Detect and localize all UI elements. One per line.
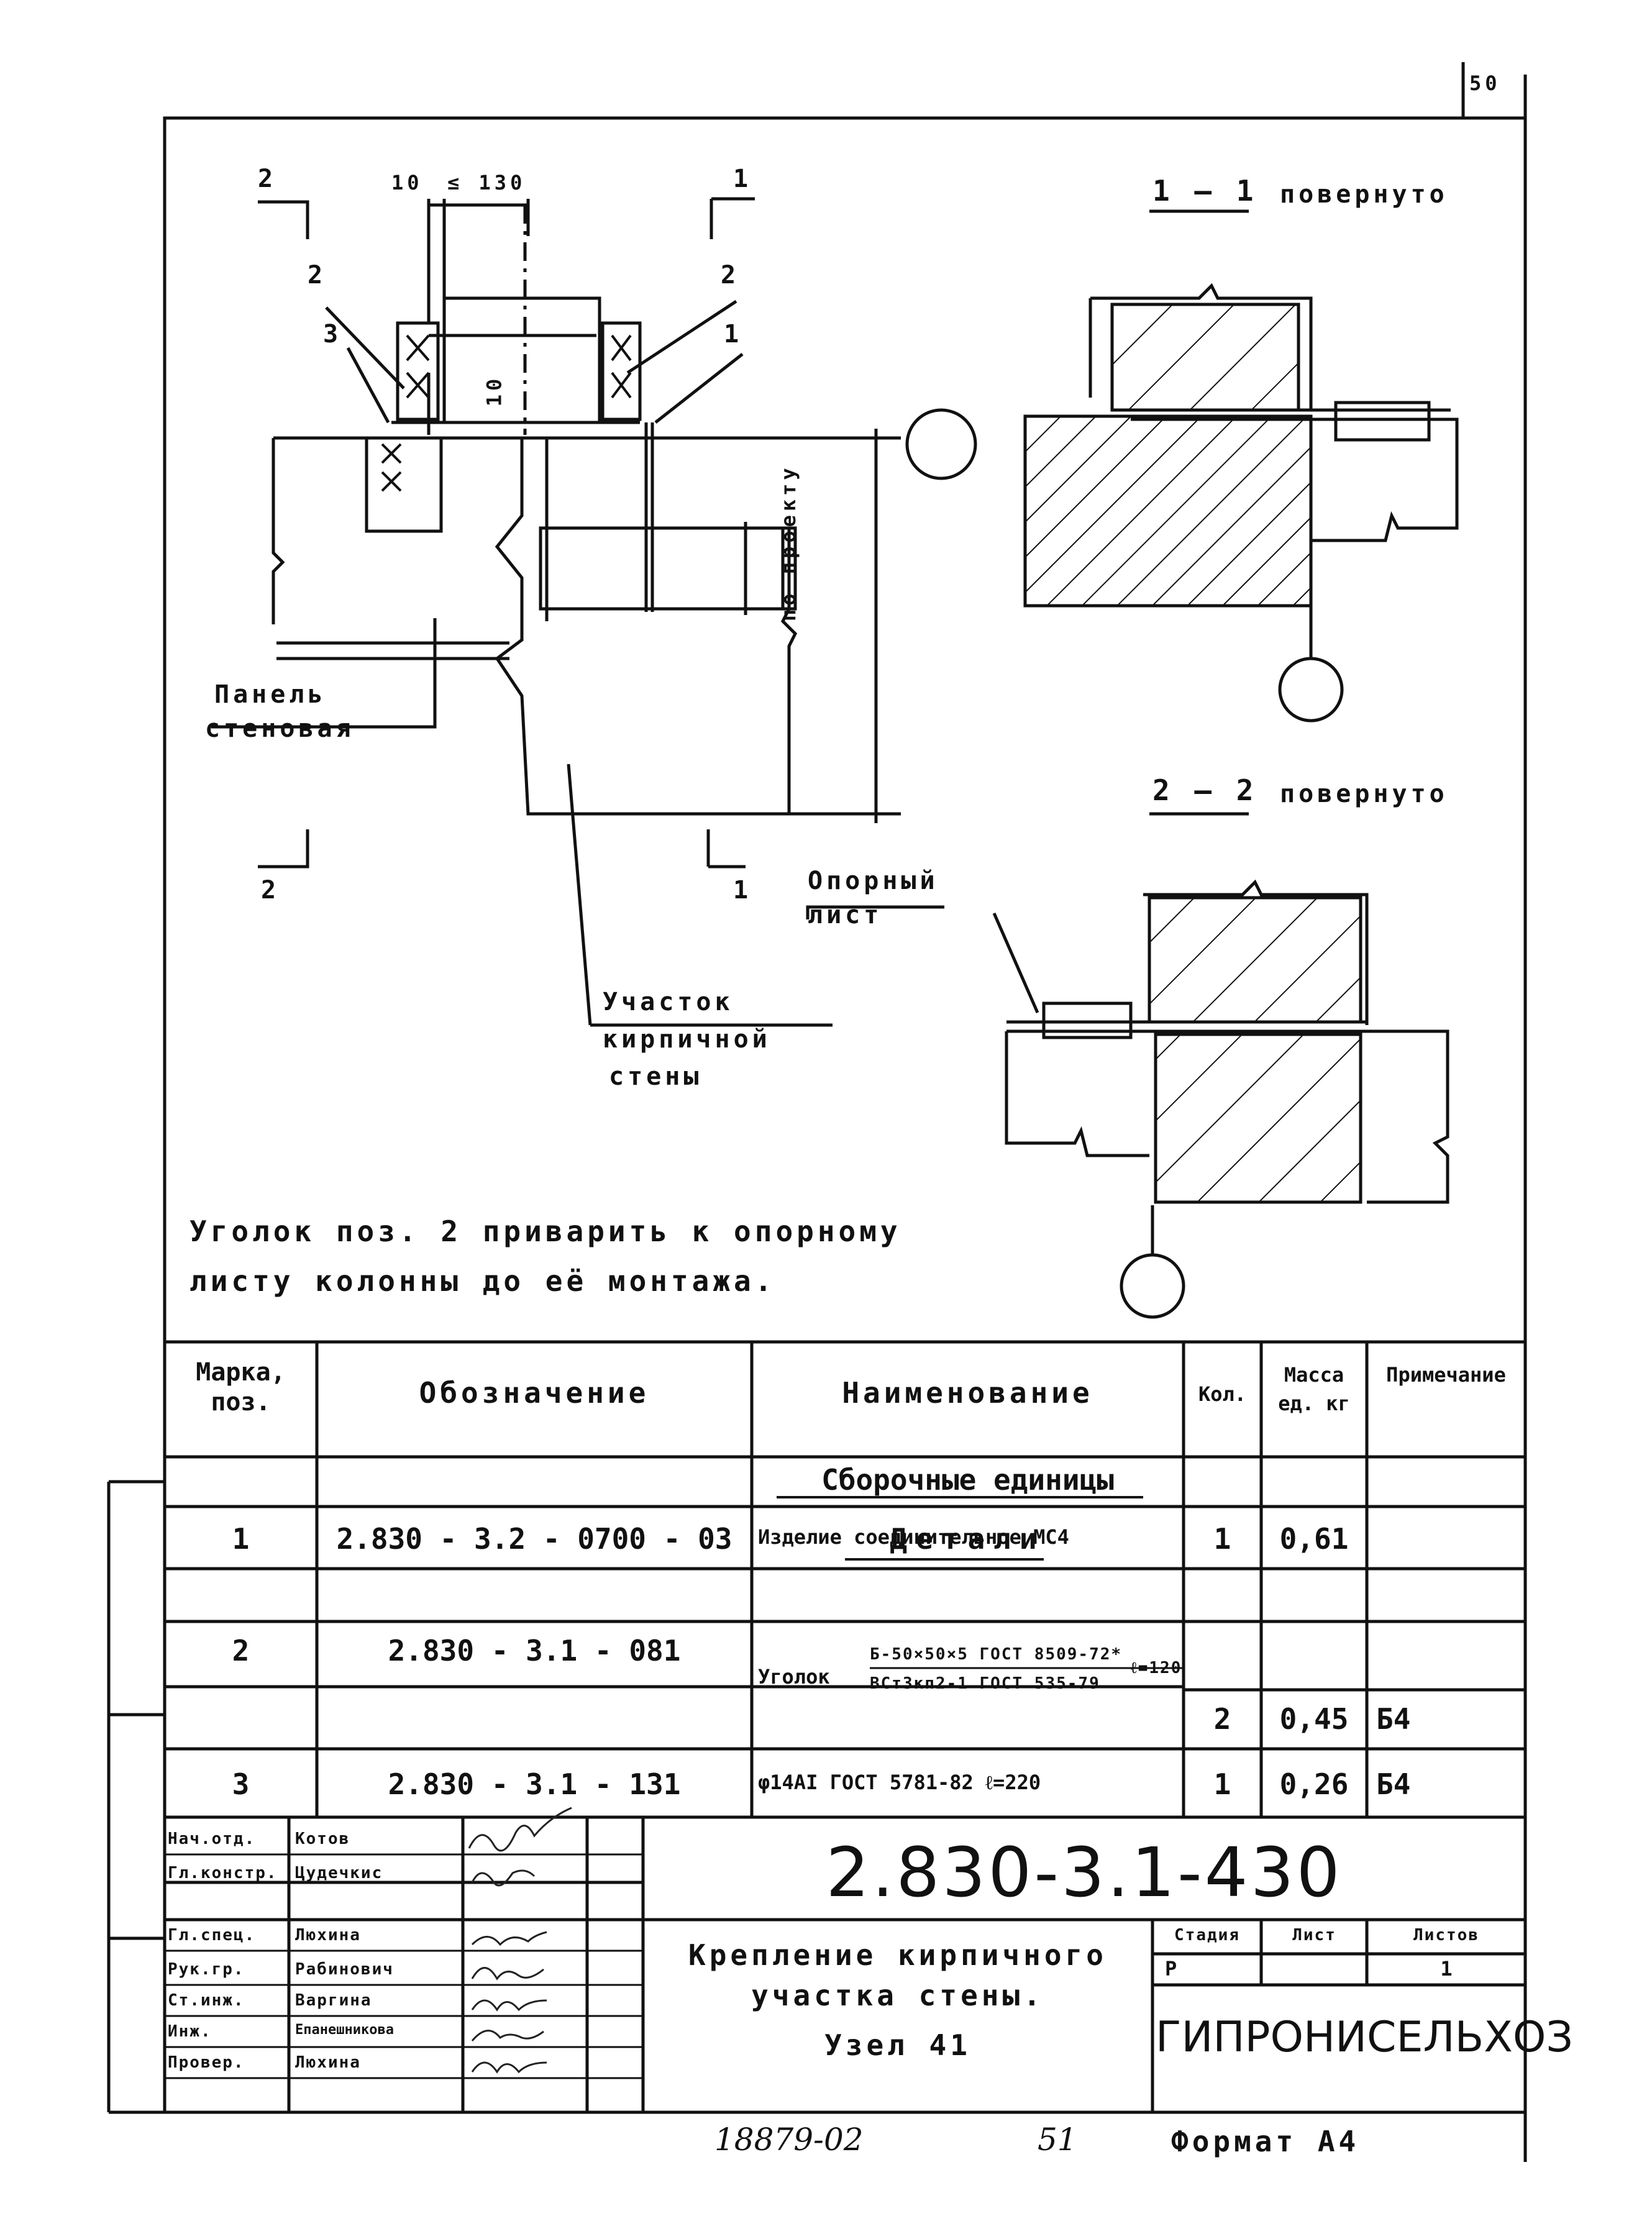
row-2-qty: 2 xyxy=(1213,1702,1231,1736)
row-3-name: φ14AI ГОСТ 5781-82 ℓ=220 xyxy=(758,1771,1041,1794)
row-3-pos: 3 xyxy=(232,1767,250,1801)
row-3-note: Б4 xyxy=(1376,1767,1411,1801)
staff-role-2: Гл.констр. xyxy=(168,1864,278,1882)
row-2-name-bottom: ВСт3кп2-1 ГОСТ 535-79 xyxy=(870,1674,1100,1693)
format-label: Формат А4 xyxy=(1171,2125,1360,2158)
section-2-2-label: 2 – 2 xyxy=(1152,773,1257,807)
section-1-1 xyxy=(1023,209,1459,723)
staff-role-4: Рук.гр. xyxy=(168,1960,245,1979)
pos-1-label: 1 xyxy=(724,320,743,349)
weld-marks xyxy=(381,334,632,492)
row-3-mass: 0,26 xyxy=(1279,1767,1349,1801)
title-block-rows xyxy=(165,1853,643,2079)
pos-2-left: 2 xyxy=(308,261,327,290)
stage-value: Р xyxy=(1165,1957,1177,1981)
staff-role-5: Ст.инж. xyxy=(168,1991,245,2010)
note-line-1: Уголок поз. 2 приварить к опорному xyxy=(189,1215,901,1248)
staff-role-3: Гл.спец. xyxy=(168,1926,256,1945)
staff-role-7: Провер. xyxy=(168,2053,245,2072)
staff-name-5: Варгина xyxy=(295,1991,372,2010)
staff-role-1: Нач.отд. xyxy=(168,1830,256,1848)
staff-role-6: Инж. xyxy=(168,2022,212,2041)
cut-mark-1-top: 1 xyxy=(733,165,752,193)
pos-3-label: 3 xyxy=(323,320,342,349)
inventory-number: 18879-02 xyxy=(714,2122,864,2158)
staff-name-1: Котов xyxy=(295,1830,350,1848)
header-mark: Марка, поз. xyxy=(196,1358,286,1416)
staff-name-7: Люхина xyxy=(295,2053,361,2072)
organization-name: ГИПРОНИСЕЛЬХОЗ xyxy=(1156,2013,1573,2062)
sheet-number: 50 xyxy=(1469,71,1501,95)
label-plate-2: лист xyxy=(808,901,883,929)
label-brick-2: кирпичной xyxy=(603,1025,771,1054)
title-line-1: Крепление кирпичного xyxy=(688,1938,1107,1972)
row-2-mass: 0,45 xyxy=(1279,1702,1349,1736)
header-designation: Обозначение xyxy=(419,1376,650,1410)
label-brick-3: стены xyxy=(609,1062,703,1091)
staff-name-2: Цудечкис xyxy=(295,1864,383,1882)
title-block-grid xyxy=(165,1817,1525,2112)
row-2-name-top: Б-50×50×5 ГОСТ 8509-72* xyxy=(870,1645,1123,1664)
row-1-pos: 1 xyxy=(232,1522,250,1556)
row-1-qty: 1 xyxy=(1213,1522,1231,1556)
row-2-name-prefix: Уголок xyxy=(758,1665,830,1689)
stage-label: Стадия xyxy=(1174,1926,1240,1945)
label-panel-1: Панель xyxy=(214,680,327,709)
plan-view xyxy=(211,197,977,1027)
spec-table-grid xyxy=(165,1340,1525,1819)
label-panel-2: стеновая xyxy=(205,714,355,743)
sheet-frame xyxy=(107,62,1527,2162)
row-2-name-suffix: ℓ=120 xyxy=(1131,1659,1182,1677)
section-2-2-note: повернуто xyxy=(1280,780,1448,808)
row-1-code: 2.830 - 3.2 - 0700 - 03 xyxy=(336,1522,732,1556)
header-mass: Масса ед. кг xyxy=(1278,1363,1350,1415)
section-1-1-label: 1 – 1 xyxy=(1152,174,1257,207)
cut-mark-1-bottom: 1 xyxy=(733,876,752,905)
row-3-qty: 1 xyxy=(1213,1767,1231,1801)
label-plate-1: Опорный xyxy=(808,867,939,895)
cut-mark-2-top: 2 xyxy=(258,165,277,193)
section-2-2 xyxy=(806,812,1449,1319)
note-line-2: листу колонны до её монтажа. xyxy=(189,1264,776,1298)
section-underlines xyxy=(777,1496,1143,1561)
sheet-label: Лист xyxy=(1292,1926,1336,1945)
dim-10-top: 10 xyxy=(391,171,423,194)
row-2-code: 2.830 - 3.1 - 081 xyxy=(388,1634,681,1667)
row-3-code: 2.830 - 3.1 - 131 xyxy=(388,1767,681,1801)
section-assembly-units: Сборочные единицы xyxy=(821,1463,1114,1497)
row-2-note: Б4 xyxy=(1376,1702,1411,1736)
header-note: Примечание xyxy=(1386,1363,1506,1387)
row-1-mass: 0,61 xyxy=(1279,1522,1349,1556)
title-line-3: Узел 41 xyxy=(824,2028,971,2062)
header-qty: Кол. xyxy=(1198,1382,1247,1406)
header-name: Наименование xyxy=(842,1376,1093,1410)
document-code: 2.830-3.1-430 xyxy=(826,1833,1343,1912)
section-details: Детали xyxy=(890,1522,1046,1556)
pos-2-right: 2 xyxy=(721,261,740,290)
title-line-2: участка стены. xyxy=(751,1979,1044,2012)
row-1-name: Изделие соединительное МС4 xyxy=(758,1525,1069,1549)
staff-name-4: Рабинович xyxy=(295,1960,394,1979)
dim-130: ≤ 130 xyxy=(447,171,526,194)
staff-name-3: Люхина xyxy=(295,1926,361,1945)
section-1-1-note: повернуто xyxy=(1280,180,1448,209)
staff-name-6: Епанешникова xyxy=(295,2022,394,2038)
cut-mark-2-bottom: 2 xyxy=(261,876,280,905)
row-2-pos: 2 xyxy=(232,1634,250,1667)
label-brick-1: Участок xyxy=(603,988,734,1016)
sheets-label: Листов xyxy=(1413,1926,1479,1945)
page-number: 51 xyxy=(1038,2122,1077,2158)
sheets-value: 1 xyxy=(1440,1957,1453,1981)
